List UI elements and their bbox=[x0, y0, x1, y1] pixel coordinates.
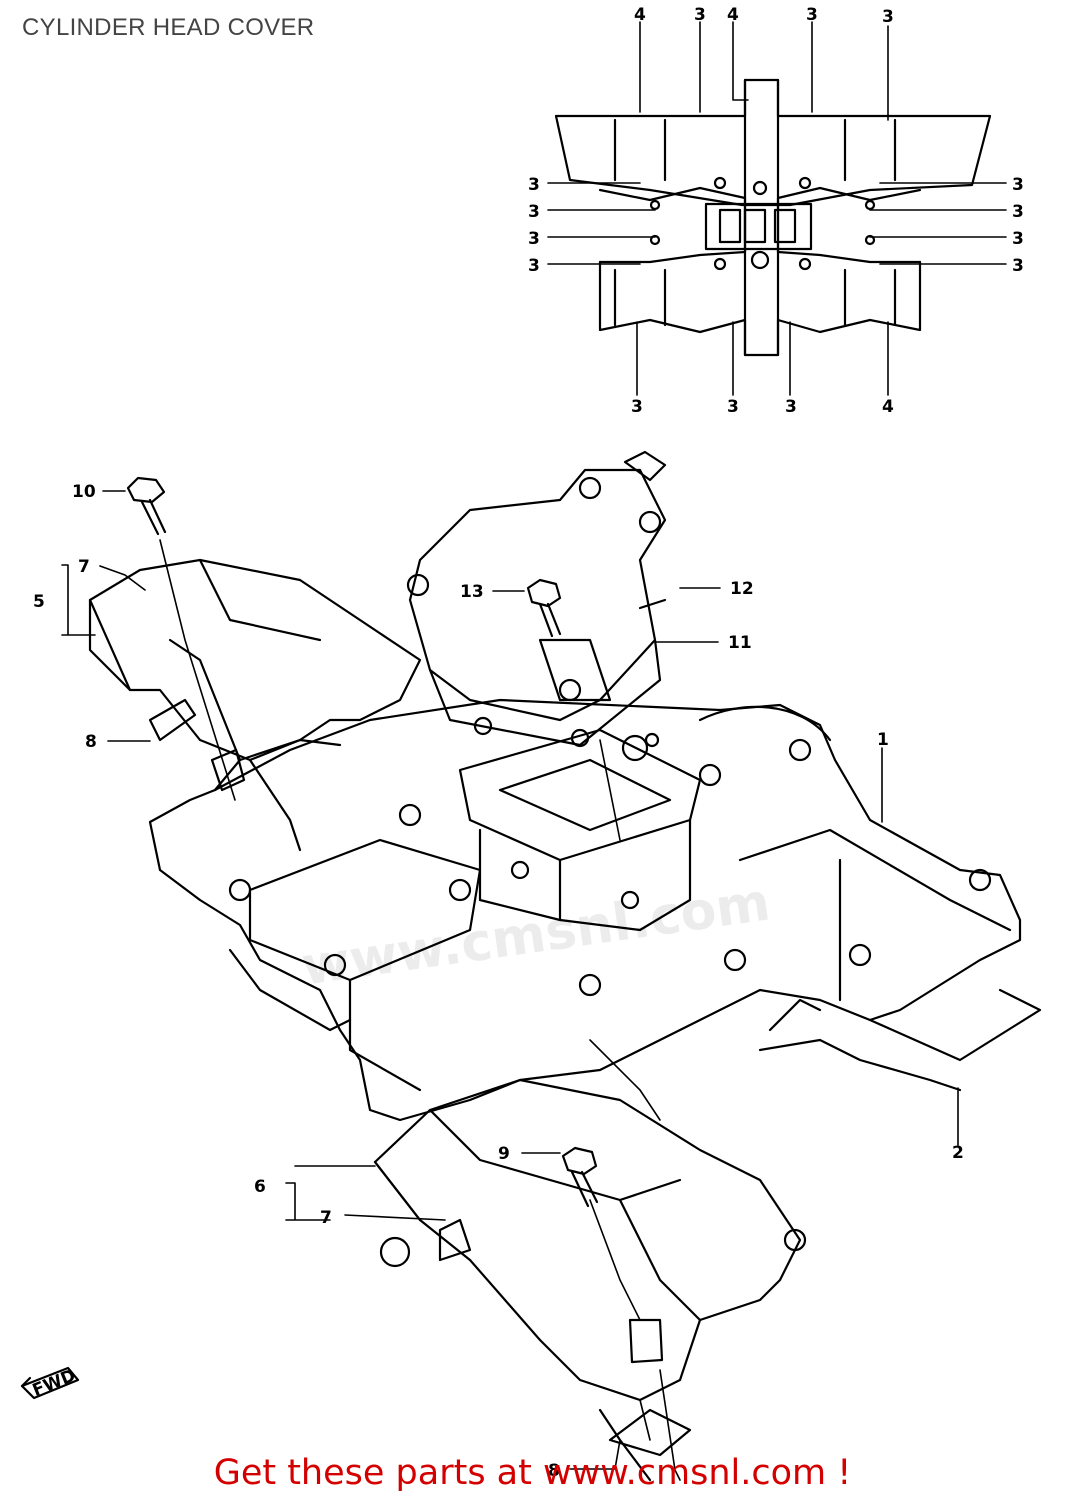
callout-left-3-d: 3 bbox=[528, 256, 540, 276]
callout-top-3-b: 3 bbox=[806, 5, 818, 25]
callout-6: 6 bbox=[254, 1177, 266, 1197]
cylinder-head-cover-1 bbox=[148, 638, 1022, 1122]
callout-2: 2 bbox=[952, 1143, 964, 1163]
callout-top-4-b: 4 bbox=[727, 5, 739, 25]
callout-left-3-b: 3 bbox=[528, 202, 540, 222]
forward-arrow-icon bbox=[20, 1366, 80, 1400]
callout-right-3-d: 3 bbox=[1012, 256, 1024, 276]
callout-9: 9 bbox=[498, 1144, 510, 1164]
callout-bottom-3-b: 3 bbox=[727, 397, 739, 417]
breather-cover-11 bbox=[406, 450, 667, 748]
callout-left-3-a: 3 bbox=[528, 175, 540, 195]
top-view-callouts: 4 3 4 3 3 3 3 3 3 3 3 3 3 3 3 3 4 bbox=[528, 5, 1024, 417]
callout-top-3-a: 3 bbox=[694, 5, 706, 25]
part-callouts: 10 7 5 8 13 12 11 1 2 9 6 7 8 FWD bbox=[30, 482, 964, 1481]
top-view-cover bbox=[554, 78, 992, 357]
cover-gasket-2 bbox=[228, 948, 1042, 1092]
callout-bottom-3-a: 3 bbox=[631, 397, 643, 417]
callout-right-3-c: 3 bbox=[1012, 229, 1024, 249]
fwd-label: FWD bbox=[30, 1366, 79, 1401]
page-title: CYLINDER HEAD COVER bbox=[22, 14, 315, 41]
callout-1: 1 bbox=[877, 730, 889, 750]
callout-7-b: 7 bbox=[320, 1208, 332, 1228]
callout-8-b: 8 bbox=[548, 1461, 560, 1481]
callout-10: 10 bbox=[72, 482, 96, 502]
left-cam-cover-5 bbox=[88, 558, 422, 852]
bolts bbox=[126, 476, 664, 1364]
callout-top-4-a: 4 bbox=[634, 5, 646, 25]
callout-8-a: 8 bbox=[85, 732, 97, 752]
callout-right-3-a: 3 bbox=[1012, 175, 1024, 195]
callout-12: 12 bbox=[730, 579, 754, 599]
parts-leader-lines bbox=[61, 490, 959, 1481]
right-cam-cover-6 bbox=[373, 1078, 807, 1482]
callout-bottom-3-c: 3 bbox=[785, 397, 797, 417]
callout-top-3-c: 3 bbox=[882, 7, 894, 27]
callout-bottom-4: 4 bbox=[882, 397, 894, 417]
callout-7-a: 7 bbox=[78, 557, 90, 577]
top-view-leader-lines bbox=[547, 21, 1007, 396]
callout-11: 11 bbox=[728, 633, 752, 653]
callout-5: 5 bbox=[33, 592, 45, 612]
callout-13: 13 bbox=[460, 582, 484, 602]
footer-link[interactable]: Get these parts at www.cmsnl.com ! bbox=[213, 1453, 852, 1493]
callout-left-3-c: 3 bbox=[528, 229, 540, 249]
callout-right-3-b: 3 bbox=[1012, 202, 1024, 222]
